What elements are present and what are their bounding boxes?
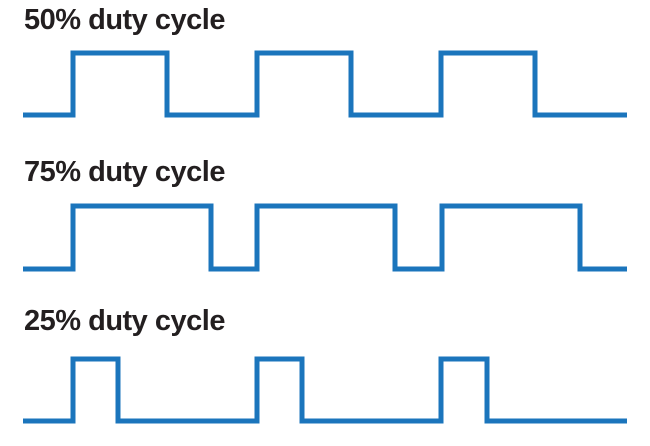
- duty-cycle-25-waveform: [23, 356, 627, 424]
- duty-cycle-50-label: 50% duty cycle: [24, 4, 225, 36]
- duty-cycle-75-label: 75% duty cycle: [24, 156, 225, 188]
- duty-cycle-75-waveform: [23, 203, 627, 272]
- duty-cycle-50-waveform: [23, 50, 627, 118]
- duty-cycle-25-label: 25% duty cycle: [24, 305, 225, 337]
